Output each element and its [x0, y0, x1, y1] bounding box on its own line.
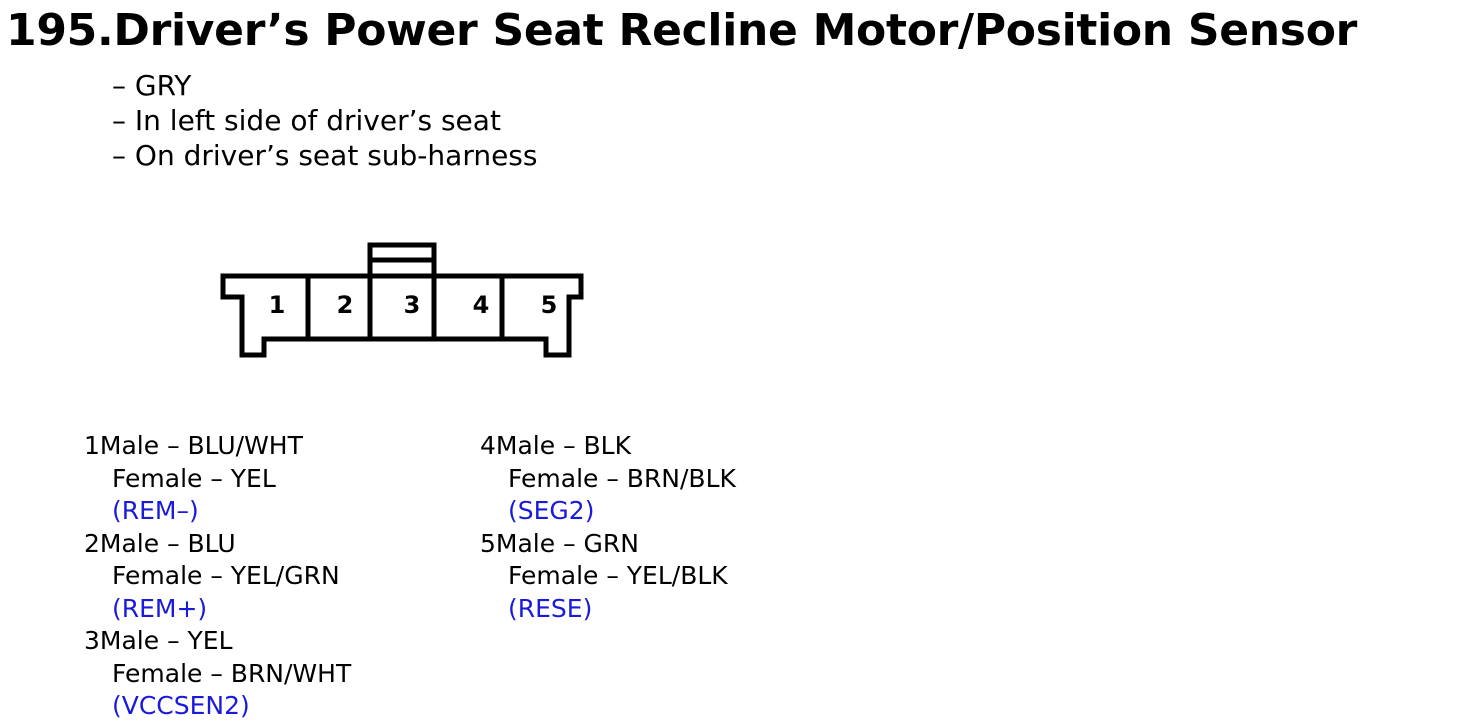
pin-number-5: 5: [541, 291, 558, 319]
pin-male-wire: 2Male – BLU: [84, 528, 236, 558]
pin-entry-3: 3Male – YEL Female – BRN/WHT (VCCSEN2): [84, 625, 351, 723]
pin-entry-4: 4Male – BLK Female – BRN/BLK (SEG2): [480, 430, 736, 528]
note-color: – GRY: [112, 69, 192, 102]
pin-list-right: 4Male – BLK Female – BRN/BLK (SEG2) 5Mal…: [480, 430, 736, 625]
pin-signal: (SEG2): [508, 496, 595, 525]
pin-signal: (REM–): [112, 496, 199, 525]
pin-female-wire: Female – YEL/BLK: [508, 561, 728, 590]
pin-female-wire: Female – YEL/GRN: [112, 561, 340, 590]
pin-number-2: 2: [337, 291, 354, 319]
pin-list-left: 1Male – BLU/WHT Female – YEL (REM–) 2Mal…: [84, 430, 351, 723]
pin-number-1: 1: [269, 291, 286, 319]
pin-female-wire: Female – BRN/BLK: [508, 463, 736, 493]
pin-signal: (REM+): [112, 593, 208, 623]
pin-male-wire: 1Male – BLU/WHT: [84, 431, 303, 460]
page-title: 195.Driver’s Power Seat Recline Motor/Po…: [6, 5, 1358, 56]
pin-number-4: 4: [473, 291, 490, 319]
connector-housing: [220, 273, 584, 358]
pin-entry-5: 5Male – GRN Female – YEL/BLK (RESE): [480, 528, 736, 626]
connector-notes: – GRY – In left side of driver’s seat – …: [112, 68, 537, 173]
pin-entry-1: 1Male – BLU/WHT Female – YEL (REM–): [84, 430, 351, 528]
note-location: – In left side of driver’s seat: [112, 104, 501, 137]
pin-female-wire: Female – YEL: [112, 463, 276, 493]
pin-female-wire: Female – BRN/WHT: [112, 658, 352, 688]
pin-entry-2: 2Male – BLU Female – YEL/GRN (REM+): [84, 528, 351, 626]
pin-male-wire: 5Male – GRN: [480, 528, 639, 558]
pin-male-wire: 4Male – BLK: [480, 431, 631, 460]
pin-signal: (RESE): [508, 593, 593, 623]
pin-signal: (VCCSEN2): [112, 691, 250, 720]
pin-male-wire: 3Male – YEL: [84, 626, 233, 655]
connector-diagram: 1 2 3 4 5: [220, 242, 584, 358]
note-harness: – On driver’s seat sub-harness: [112, 139, 538, 172]
pin-number-3: 3: [404, 291, 421, 319]
